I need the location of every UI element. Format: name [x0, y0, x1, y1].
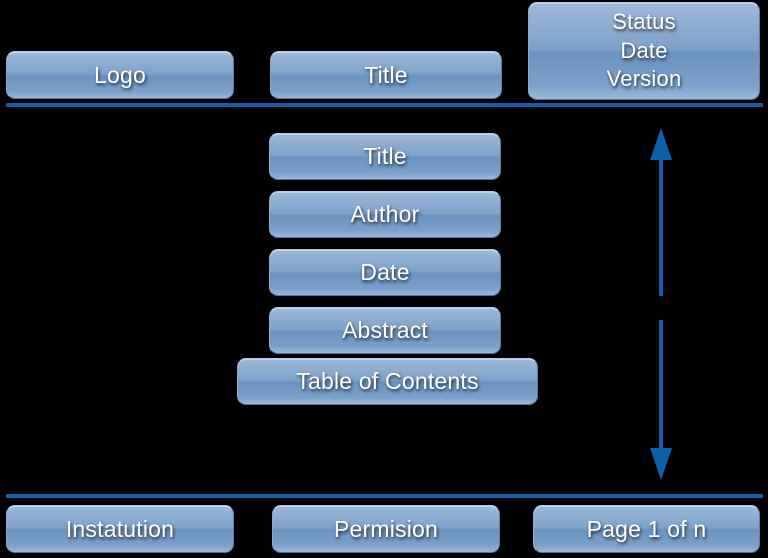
- body-block-title[interactable]: Title: [269, 133, 501, 180]
- header-status-date-version-placeholder[interactable]: Status Date Version: [528, 2, 760, 100]
- footer-divider-rule: [6, 494, 763, 498]
- header-divider-rule: [6, 103, 763, 107]
- header-meta-date: Date: [620, 37, 668, 63]
- footer-permission-placeholder[interactable]: Permision: [272, 505, 500, 553]
- header-title-placeholder[interactable]: Title: [270, 51, 502, 99]
- footer-institution-placeholder[interactable]: Instatution: [6, 505, 234, 553]
- body-block-table-of-contents[interactable]: Table of Contents: [237, 358, 538, 405]
- body-block-date[interactable]: Date: [269, 249, 501, 296]
- header-meta-version: Version: [606, 66, 682, 92]
- body-block-author[interactable]: Author: [269, 191, 501, 238]
- header-meta-status: Status: [612, 9, 676, 35]
- footer-page-number-placeholder[interactable]: Page 1 of n: [533, 505, 760, 553]
- header-logo-placeholder[interactable]: Logo: [6, 51, 234, 99]
- double-headed-vertical-arrow-icon: [638, 124, 684, 484]
- body-block-abstract[interactable]: Abstract: [269, 307, 501, 354]
